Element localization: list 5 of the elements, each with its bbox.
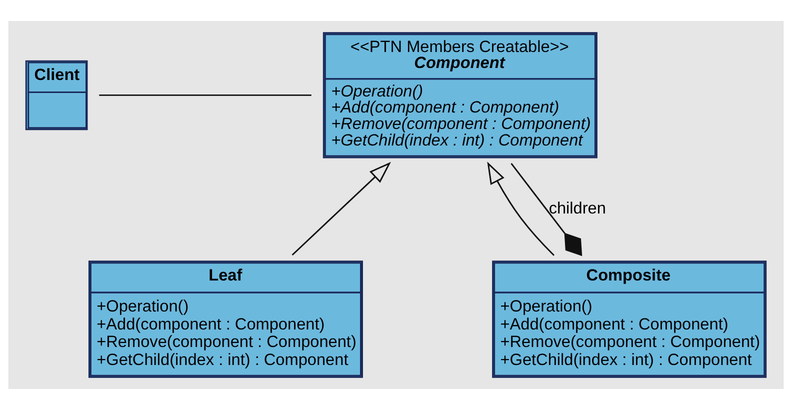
connector [99, 94, 312, 96]
arrow [292, 162, 391, 256]
arrow [487, 162, 554, 256]
edge-label: children [548, 200, 606, 218]
connector [510, 163, 582, 256]
